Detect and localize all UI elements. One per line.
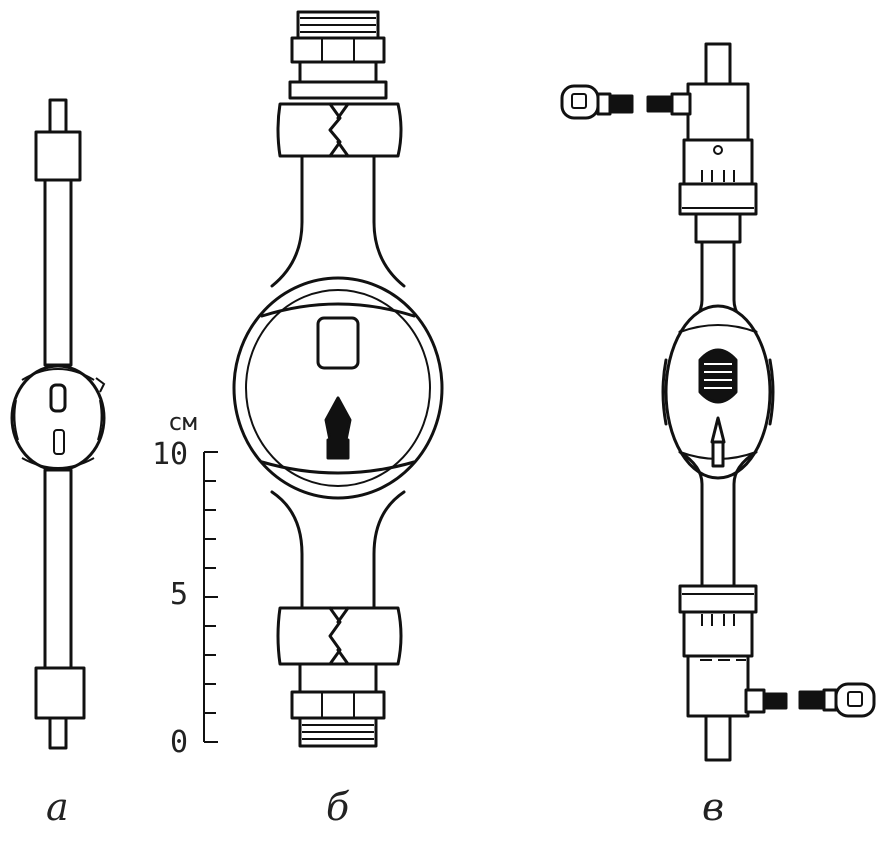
lamp-b-bulb — [232, 276, 444, 500]
lamp-b-bottom-collar — [298, 662, 378, 694]
lamp-b-lower-neck-right — [372, 490, 406, 610]
lamp-a-upper-tube — [43, 178, 73, 367]
lamp-c-top-collar — [678, 182, 758, 216]
lamp-b — [232, 10, 444, 748]
lamp-a-lower-tube — [43, 468, 73, 670]
lamp-b-bottom-hex — [276, 606, 403, 666]
lamp-c-bottom-housing — [682, 610, 754, 658]
lamp-c-bottom-collar — [678, 584, 758, 614]
lamp-c-top-housing — [682, 138, 754, 186]
lamp-c-top-pin — [704, 42, 732, 86]
label-c: в — [702, 785, 724, 829]
scale-tick-marks — [204, 451, 218, 743]
lamp-c-upper-sleeve — [694, 212, 742, 244]
lamp-c-bottom-cable-sleeve — [822, 688, 838, 712]
lamp-b-top-ring — [288, 80, 388, 100]
lamp-a — [10, 98, 106, 750]
lamp-b-bottom-washer — [290, 690, 386, 720]
lamp-c-top-cable-sleeve — [596, 92, 612, 116]
lamp-c-bottom-connector — [744, 688, 766, 714]
lamp-b-upper-neck-left — [270, 154, 304, 288]
lamp-c-bottom-connector-thread — [762, 692, 788, 710]
label-a: а — [46, 785, 69, 829]
lamp-c-top-connector — [670, 92, 692, 116]
scale-tick-5: 5 — [170, 577, 188, 612]
lamp-b-lower-electrode — [324, 396, 352, 442]
lamp-c-upper-electrode — [698, 348, 738, 404]
lamp-c-bottom-cable-thread — [798, 690, 826, 710]
lamp-c — [560, 42, 876, 762]
lamp-b-top-collar — [298, 60, 378, 84]
lamp-a-bottom-cap — [34, 666, 86, 720]
lamp-b-lower-electrode-base — [326, 438, 350, 460]
lamp-c-bottom-pin — [704, 714, 732, 762]
lamp-a-upper-electrode — [49, 383, 67, 413]
lamp-a-bottom-pin — [48, 716, 68, 750]
scale-unit: см — [168, 408, 197, 436]
lamp-b-upper-neck-right — [372, 154, 406, 288]
lamp-b-lower-neck-left — [270, 490, 304, 610]
lamp-a-lower-electrode — [53, 429, 65, 455]
lamp-a-top-pin — [48, 98, 68, 136]
scale-tick-0: 0 — [170, 725, 188, 760]
lamp-b-top-washer — [290, 36, 386, 64]
lamp-c-lower-neck-left — [678, 450, 704, 588]
lamp-c-lower-electrode-stem — [711, 440, 725, 468]
scale: см 10 5 0 — [152, 408, 218, 760]
scale-tick-10: 10 — [152, 437, 188, 472]
label-b: б — [326, 785, 350, 829]
lamp-c-top-connector-thread — [646, 95, 672, 113]
lamp-a-top-cap — [34, 130, 82, 182]
lamp-c-top-cable-thread — [606, 94, 634, 114]
lamp-c-lower-neck-right — [732, 450, 758, 588]
lamp-c-bottom-body — [686, 654, 750, 718]
lamp-c-top-body — [686, 82, 750, 142]
lamp-b-upper-electrode — [316, 316, 360, 370]
lamp-b-top-hex — [276, 102, 403, 158]
